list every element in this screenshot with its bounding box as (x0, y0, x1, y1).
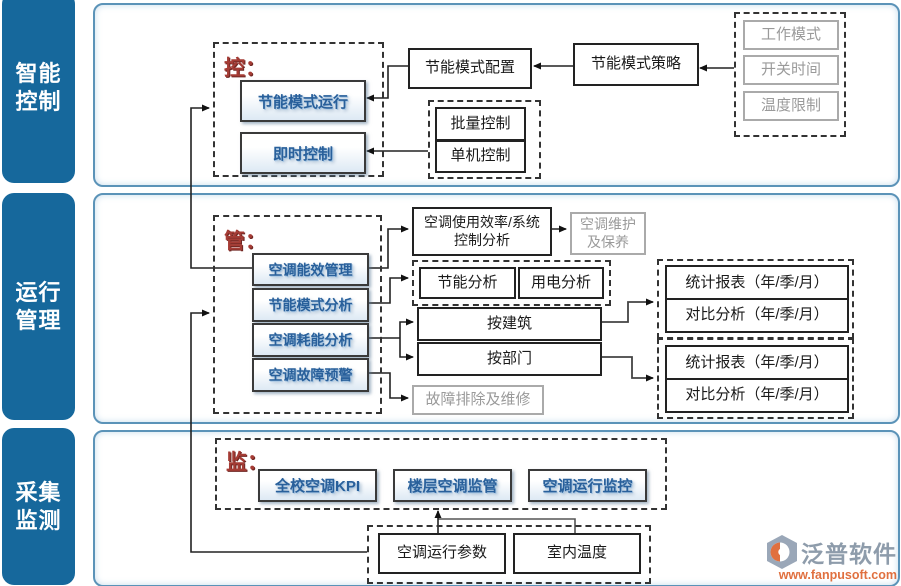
box-label-line: 空调维护 (580, 216, 636, 232)
box-label: 即时控制 (272, 145, 333, 163)
box-energy-mode-config: 节能模式配置 (408, 48, 532, 89)
box-label: 楼层空调监管 (407, 478, 498, 495)
sidebar-label-line: 管理 (15, 307, 62, 333)
box-ac-run-params: 空调运行参数 (378, 533, 506, 574)
box-energy-saving-analysis: 节能分析 (419, 267, 516, 299)
group-strategy-params (734, 12, 846, 137)
group-manage-label: 管： (224, 230, 266, 253)
group-manage: 管： (213, 215, 382, 414)
box-label-line: 及保养 (587, 233, 629, 250)
box-stats-report-1: 统计报表（年/季/月） (665, 265, 849, 301)
box-label: 用电分析 (530, 273, 591, 291)
logo-brand-text: 泛普软件 (801, 541, 897, 567)
group-control-methods (428, 100, 541, 179)
box-single-control: 单机控制 (435, 140, 526, 173)
box-label: 空调能效管理 (268, 261, 353, 278)
box-school-ac-kpi: 全校空调KPI (258, 469, 377, 502)
box-label: 空调故障预警 (268, 367, 353, 383)
box-ac-fault-warning: 空调故障预警 (252, 358, 369, 392)
sidebar-label-line: 监测 (15, 507, 62, 533)
sidebar-item-operation-management: 运行 管理 (2, 193, 75, 420)
box-label: 工作模式 (760, 25, 821, 43)
logo-site-text: www.fanpusoft.com (778, 568, 897, 582)
box-by-building: 按建筑 (417, 307, 602, 341)
box-temp-limit: 温度限制 (743, 91, 839, 121)
box-energy-mode-run: 节能模式运行 (240, 80, 366, 122)
box-by-department: 按部门 (417, 342, 602, 376)
box-energy-mode-analysis: 节能模式分析 (252, 288, 369, 322)
box-label: 节能模式分析 (268, 297, 353, 313)
box-label: 开关时间 (760, 60, 821, 78)
box-label: 按建筑 (486, 314, 532, 332)
box-label: 故障排除及维修 (425, 390, 531, 408)
sidebar-label-line: 运行 (15, 280, 62, 305)
box-label: 节能分析 (437, 273, 498, 291)
box-floor-ac-monitor: 楼层空调监管 (393, 469, 512, 502)
fanpu-logo: 泛普软件 www.fanpusoft.com (747, 534, 897, 582)
box-instant-control: 即时控制 (240, 132, 366, 174)
box-energy-mode-strategy: 节能模式策略 (573, 43, 699, 86)
box-usage-efficiency-analysis: 空调使用效率/系统 控制分析 (412, 207, 552, 256)
group-collect (367, 525, 651, 584)
group-control-label: 控： (224, 57, 266, 80)
box-ac-maintenance: 空调维护 及保养 (570, 212, 646, 255)
sidebar-label-line: 采集 (15, 480, 62, 505)
box-label: 空调运行参数 (396, 544, 487, 562)
box-ac-energy-analysis: 空调耗能分析 (252, 323, 369, 357)
box-label: 室内温度 (546, 544, 607, 562)
box-power-analysis: 用电分析 (518, 267, 604, 299)
box-label: 节能模式配置 (424, 59, 515, 77)
fanpu-logo-icon (765, 534, 799, 570)
box-compare-analysis-1: 对比分析（年/季/月） (665, 298, 849, 333)
group-control: 控： (213, 42, 384, 177)
box-ac-efficiency-mgmt: 空调能效管理 (252, 253, 369, 286)
group-analysis (412, 260, 611, 306)
sidebar-item-data-collection: 采集 监测 (2, 428, 75, 585)
box-label: 节能模式运行 (257, 93, 348, 111)
box-indoor-temp: 室内温度 (513, 533, 641, 574)
group-stats-2 (657, 338, 854, 419)
box-label-line: 空调使用效率/系统 (424, 214, 540, 230)
box-label: 温度限制 (760, 96, 821, 114)
box-ac-run-monitor: 空调运行监控 (528, 469, 647, 502)
group-monitor: 监： (215, 438, 667, 510)
box-fault-repair: 故障排除及维修 (412, 385, 544, 415)
group-monitor-label: 监： (226, 451, 268, 474)
sidebar-label-line: 智能 (15, 61, 62, 86)
box-label-line: 控制分析 (454, 231, 510, 248)
box-label: 批量控制 (450, 114, 511, 132)
sidebar-label-line: 控制 (15, 88, 62, 114)
box-label: 全校空调KPI (274, 478, 360, 495)
box-switch-time: 开关时间 (743, 55, 839, 85)
sidebar-item-intelligent-control: 智能 控制 (2, 0, 75, 183)
box-label: 空调耗能分析 (268, 332, 353, 348)
box-label: 统计报表（年/季/月） (685, 353, 829, 371)
box-compare-analysis-2: 对比分析（年/季/月） (665, 378, 849, 413)
box-label: 单机控制 (450, 147, 511, 165)
box-label: 统计报表（年/季/月） (685, 273, 829, 291)
box-label: 对比分析（年/季/月） (685, 386, 829, 404)
box-label: 空调运行监控 (542, 478, 633, 495)
box-label: 对比分析（年/季/月） (685, 306, 829, 324)
box-label: 按部门 (486, 349, 532, 367)
box-stats-report-2: 统计报表（年/季/月） (665, 345, 849, 381)
box-batch-control: 批量控制 (435, 107, 526, 141)
box-work-mode: 工作模式 (743, 20, 839, 50)
box-label: 节能模式策略 (590, 55, 681, 73)
